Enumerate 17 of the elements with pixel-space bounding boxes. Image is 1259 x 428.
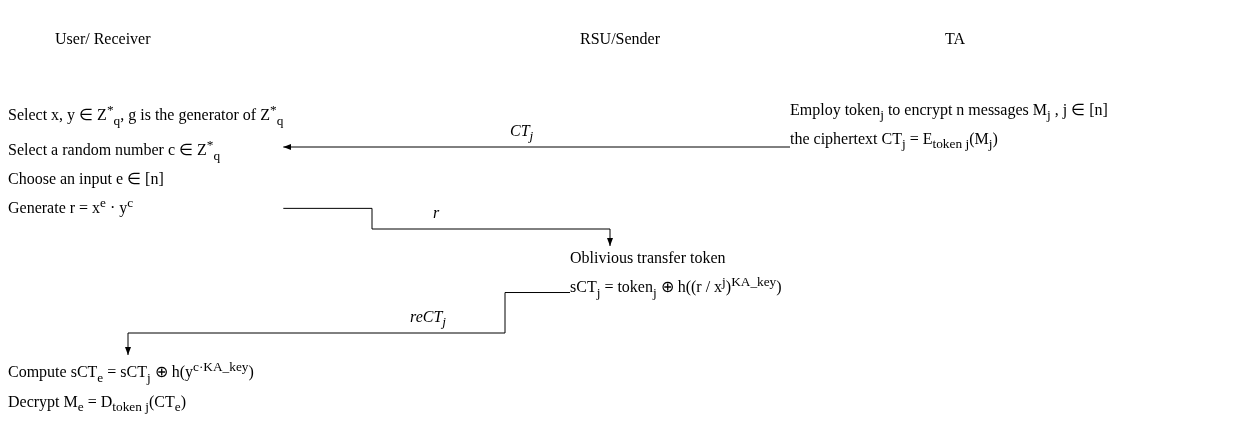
step-text: Generate r = x$^{e}$ · y$^{c}$ [8, 194, 134, 219]
column-heading: TA [945, 30, 966, 48]
column-heading: RSU/Sender [580, 30, 660, 48]
step-text: sCT$_{j}$ = token$_{j}$ ⊕ h((r / x$^{j}$)$^{KA_key}$) [570, 273, 782, 302]
step-text: Decrypt M$_{e}$ = D$_{token j}$(CT$_{e}$) [8, 391, 186, 416]
arrow [282, 207, 613, 247]
column-heading: User/ Receiver [55, 30, 151, 48]
arrow [125, 292, 571, 356]
arrow [282, 144, 791, 150]
step-text: Oblivious transfer token [570, 248, 726, 268]
edge-label: r [433, 204, 440, 222]
step-text: Employ token$_{j}$ to encrypt n messages M$_{j}$ , j ∈ [n] [790, 100, 1108, 125]
step-text: the ciphertext CT$_{j}$ = E$_{token j}$(M$_{j}$) [790, 129, 998, 154]
edge-label: CT$_{j}$ [510, 122, 534, 145]
step-text: Compute sCT$_{e}$ = sCT$_{j}$ ⊕ h(y$^{c·KA_key}$) [8, 358, 254, 387]
edge-label: reCT$_{j}$ [410, 308, 446, 331]
step-text: Choose an input e ∈ [n] [8, 169, 164, 190]
